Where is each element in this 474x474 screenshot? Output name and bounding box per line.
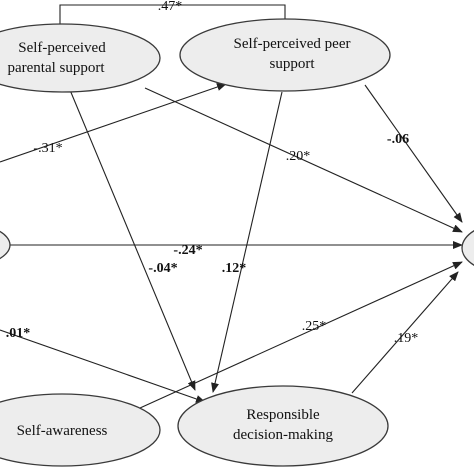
edge-left-to-decision: [0, 329, 206, 403]
coef-parental-peer: .47*: [158, 0, 183, 14]
edge-parental-peer-correlation: [56, 4, 286, 37]
coef-left-to-decision: .01*: [6, 326, 31, 341]
node-parental-support: [0, 23, 161, 93]
node-label: Self-awareness: [17, 423, 108, 439]
node-right-partial: [461, 230, 474, 266]
coef-left-to-right: -.24*: [173, 243, 202, 258]
node-decision-making: [177, 385, 389, 467]
coef-decision-to-right: .19*: [394, 331, 419, 346]
node-left-partial: [0, 230, 11, 260]
node-label: parental support: [7, 60, 105, 76]
node-label: support: [270, 56, 316, 72]
coef-left-to-peer: -.31*: [33, 141, 62, 156]
node-label: decision-making: [233, 427, 333, 443]
coef-awareness-to-right: .25*: [302, 319, 327, 334]
edge-left-to-peer: [0, 83, 227, 163]
edge-parental-to-decision: [69, 89, 196, 391]
coef-parental-to-right: .20*: [286, 149, 311, 164]
edge-peer-to-decision: [211, 91, 283, 393]
edge-awareness-to-right: [139, 261, 463, 409]
coef-peer-to-decision: .12*: [222, 261, 247, 276]
node-self-awareness: [0, 393, 161, 467]
edge-parental-to-right: [144, 87, 463, 233]
coef-peer-to-right: -.06: [387, 132, 409, 147]
coef-parental-to-decision: -.04*: [148, 261, 177, 276]
node-label: Self-perceived peer: [233, 36, 350, 52]
edge-decision-to-right: [351, 271, 459, 394]
node-peer-support: [179, 18, 391, 92]
node-label: Responsible: [246, 407, 320, 423]
edge-peer-to-right: [364, 84, 463, 223]
node-label: Self-perceived: [18, 40, 106, 56]
